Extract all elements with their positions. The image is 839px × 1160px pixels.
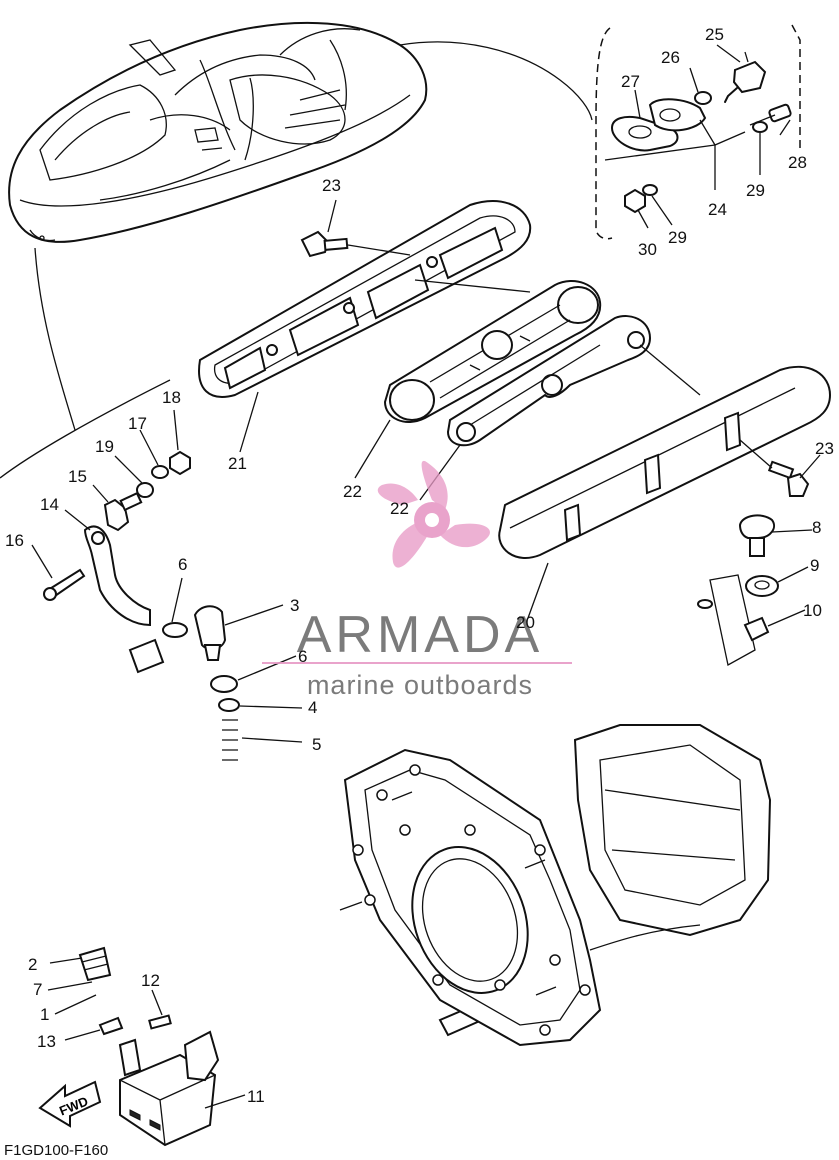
- callout-23b: 23: [815, 439, 834, 458]
- parts-14-19-mount: [0, 379, 191, 627]
- callout-26: 26: [661, 48, 680, 67]
- callout-3: 3: [290, 596, 299, 615]
- callout-5: 5: [312, 735, 321, 754]
- callout-13: 13: [37, 1032, 56, 1051]
- figure-code: F1GD100-F160: [4, 1142, 109, 1159]
- parts-8-10-drain: [738, 514, 813, 642]
- callout-24: 24: [708, 200, 727, 219]
- callout-18: 18: [162, 388, 181, 407]
- callout-16: 16: [5, 531, 24, 550]
- callout-29b: 29: [668, 228, 687, 247]
- callout-23a: 23: [322, 176, 341, 195]
- part-23-bolt-upper: [300, 199, 411, 258]
- callout-19: 19: [95, 437, 114, 456]
- armada-watermark: ARMADA marine outboards: [262, 460, 572, 700]
- part-23-bolt-right: [739, 439, 821, 497]
- callout-7: 7: [33, 980, 42, 999]
- part-22-grip: [354, 279, 602, 479]
- leader-line: [34, 247, 76, 431]
- callout-11: 11: [247, 1087, 265, 1106]
- forward-direction-arrow: FWD: [38, 1080, 102, 1128]
- callout-14: 14: [40, 495, 59, 514]
- callout-20: 20: [516, 613, 535, 632]
- callout-6b: 6: [298, 647, 307, 666]
- callout-29a: 29: [746, 181, 765, 200]
- hose-assembly: [47, 577, 484, 1090]
- callout-25: 25: [705, 25, 724, 44]
- callout-30: 30: [638, 240, 657, 259]
- callout-21: 21: [228, 454, 247, 473]
- callout-22a: 22: [343, 482, 362, 501]
- callout-8: 8: [812, 518, 821, 537]
- callout-1: 1: [40, 1005, 49, 1024]
- callout-labels: 1 2 3 4 5 6 6 7 8 9 10 11 12 13 14 15 16…: [5, 25, 834, 1106]
- watercraft-illustration: [8, 21, 593, 243]
- callout-4: 4: [308, 698, 317, 717]
- callout-10: 10: [803, 601, 822, 620]
- part-20-side-rail: [498, 344, 832, 619]
- propeller-logo: [377, 460, 491, 568]
- sensor-detail-group: [595, 24, 801, 240]
- part-21-intake-frame: [198, 200, 532, 453]
- part-11-control-box: [64, 989, 246, 1147]
- callout-2: 2: [28, 955, 37, 974]
- callout-27: 27: [621, 72, 640, 91]
- callout-28: 28: [788, 153, 807, 172]
- callout-12: 12: [141, 971, 160, 990]
- callout-22b: 22: [390, 499, 409, 518]
- callout-6a: 6: [178, 555, 187, 574]
- brand-name: ARMADA: [297, 606, 543, 664]
- callout-17: 17: [128, 414, 147, 433]
- brand-tagline: marine outboards: [307, 670, 533, 700]
- callout-9: 9: [810, 556, 819, 575]
- callout-15: 15: [68, 467, 87, 486]
- jet-pump-housing: [339, 724, 772, 1047]
- part-22-handle-bracket: [419, 315, 652, 501]
